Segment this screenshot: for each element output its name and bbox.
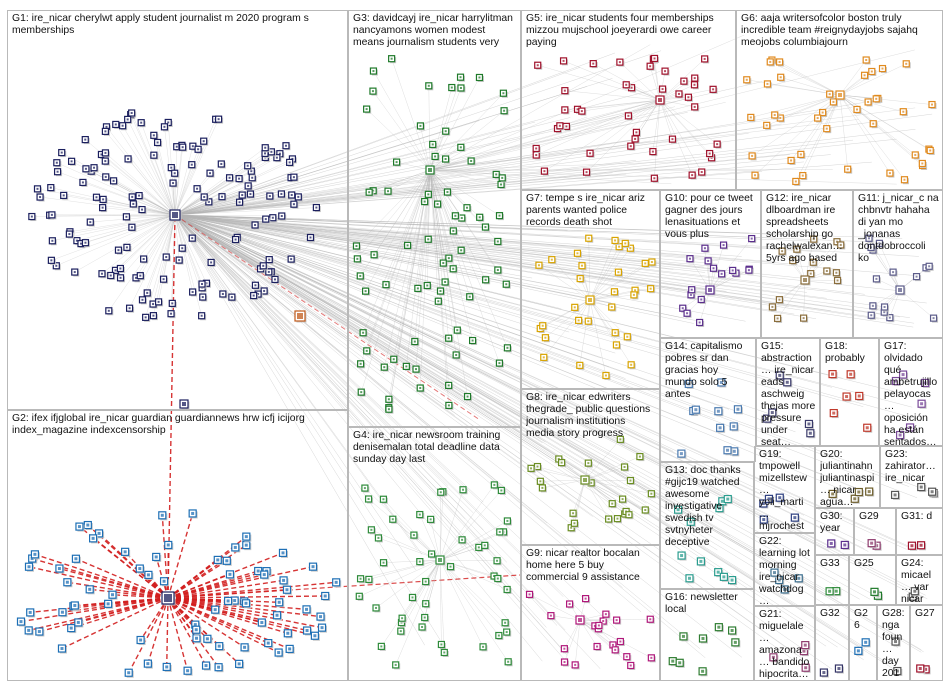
- group-box-g9: G9: nicar realtor bocalan home here 5 bu…: [521, 545, 660, 681]
- group-box-g25: G25: [849, 555, 896, 605]
- group-box-g23: G23: zahirator… ire_nicar: [880, 446, 943, 508]
- group-box-g8: G8: ire_nicar edwriters thegrade_ public…: [521, 389, 660, 545]
- group-label-g12: G12: ire_nicar dlboardman ire spreadshee…: [766, 193, 849, 265]
- group-label-g13: G13: doc thanks #gijc19 watched awesome …: [665, 465, 750, 549]
- group-box-g19: G19: tmpowell mizellstew… yoli_marti… mj…: [754, 446, 815, 533]
- group-box-g12: G12: ire_nicar dlboardman ire spreadshee…: [761, 190, 853, 338]
- group-label-g7: G7: tempe s ire_nicar ariz parents wante…: [526, 193, 656, 229]
- group-box-g1: G1: ire_nicar cherylwt apply student jou…: [7, 10, 348, 410]
- group-label-g8: G8: ire_nicar edwriters thegrade_ public…: [526, 392, 656, 440]
- group-box-g21: G21: miguelale… amazona… bandido hipocri…: [754, 606, 815, 681]
- group-box-g10: G10: pour ce tweet gagner des jours lena…: [660, 190, 761, 338]
- group-label-g15: G15: abstraction… ire_nicar eads aschwei…: [761, 341, 816, 446]
- group-label-g24: G24: micael… var nicar: [901, 558, 939, 605]
- group-label-g11: G11: j_nicar_c na chbnvtr hahaha di yan …: [858, 193, 939, 265]
- group-label-g3: G3: davidcayj ire_nicar harrylitman nanc…: [353, 13, 517, 49]
- group-label-g4: G4: ire_nicar newsroom training denisema…: [353, 430, 517, 466]
- group-label-g29: G29: [859, 511, 892, 523]
- group-label-g9: G9: nicar realtor bocalan home here 5 bu…: [526, 548, 656, 584]
- group-box-g32: G32: [815, 605, 849, 681]
- group-box-g15: G15: abstraction… ire_nicar eads aschwei…: [756, 338, 820, 446]
- group-label-g6: G6: aaja writersofcolor boston truly inc…: [741, 13, 939, 49]
- group-box-g22: G22: learning lot morning ire_nicar watc…: [754, 533, 815, 606]
- group-box-g13: G13: doc thanks #gijc19 watched awesome …: [660, 462, 754, 589]
- group-label-g32: G32: [820, 608, 845, 620]
- group-box-g18: G18: probably: [820, 338, 879, 446]
- group-box-g29: G29: [854, 508, 896, 555]
- group-label-g26: G26: [854, 608, 873, 632]
- group-label-g14: G14: capitalismo pobres sr dan gracias h…: [665, 341, 752, 401]
- group-box-g31: G31: d: [896, 508, 943, 555]
- group-box-g7: G7: tempe s ire_nicar ariz parents wante…: [521, 190, 660, 389]
- group-box-g17: G17: olvidado qué ambetrujillo pelayocas…: [879, 338, 943, 446]
- group-box-g2: G2: ifex ifjglobal ire_nicar guardian gu…: [7, 410, 348, 681]
- group-box-g16: G16: newsletter local: [660, 589, 754, 681]
- group-box-g26: G26: [849, 605, 877, 681]
- group-box-g14: G14: capitalismo pobres sr dan gracias h…: [660, 338, 756, 462]
- group-label-g23: G23: zahirator… ire_nicar: [885, 449, 939, 485]
- group-box-g30: G30: year: [815, 508, 854, 555]
- group-box-g20: G20: juliantinahn juliantinaspi… nicar a…: [815, 446, 880, 508]
- group-label-g33: G33: [820, 558, 845, 570]
- group-label-g5: G5: ire_nicar students four memberships …: [526, 13, 732, 49]
- group-box-g6: G6: aaja writersofcolor boston truly inc…: [736, 10, 943, 190]
- group-box-g3: G3: davidcayj ire_nicar harrylitman nanc…: [348, 10, 521, 427]
- group-box-g5: G5: ire_nicar students four memberships …: [521, 10, 736, 190]
- group-label-g10: G10: pour ce tweet gagner des jours lena…: [665, 193, 757, 241]
- group-label-g21: G21: miguelale… amazona… bandido hipocri…: [759, 609, 811, 681]
- group-box-g24: G24: micael… var nicar: [896, 555, 943, 605]
- group-label-g16: G16: newsletter local: [665, 592, 750, 616]
- group-label-g1: G1: ire_nicar cherylwt apply student jou…: [12, 13, 344, 37]
- group-box-g27: G27: [910, 605, 943, 681]
- group-box-g11: G11: j_nicar_c na chbnvtr hahaha di yan …: [853, 190, 943, 338]
- group-box-g28: G28: nga foun… day 201…: [877, 605, 910, 681]
- group-label-g28: G28: nga foun… day 201…: [882, 608, 906, 681]
- group-label-g25: G25: [854, 558, 892, 570]
- group-label-g20: G20: juliantinahn juliantinaspi… nicar a…: [820, 449, 876, 508]
- group-box-g33: G33: [815, 555, 849, 605]
- group-label-g17: G17: olvidado qué ambetrujillo pelayocas…: [884, 341, 939, 446]
- group-label-g27: G27: [915, 608, 939, 620]
- group-box-g4: G4: ire_nicar newsroom training denisema…: [348, 427, 521, 681]
- group-label-g22: G22: learning lot morning ire_nicar watc…: [759, 536, 811, 606]
- group-label-g30: G30: year: [820, 511, 850, 535]
- group-label-g19: G19: tmpowell mizellstew… yoli_marti… mj…: [759, 449, 811, 533]
- group-label-g31: G31: d: [901, 511, 939, 523]
- group-label-g18: G18: probably: [825, 341, 875, 365]
- group-label-g2: G2: ifex ifjglobal ire_nicar guardian gu…: [12, 413, 344, 437]
